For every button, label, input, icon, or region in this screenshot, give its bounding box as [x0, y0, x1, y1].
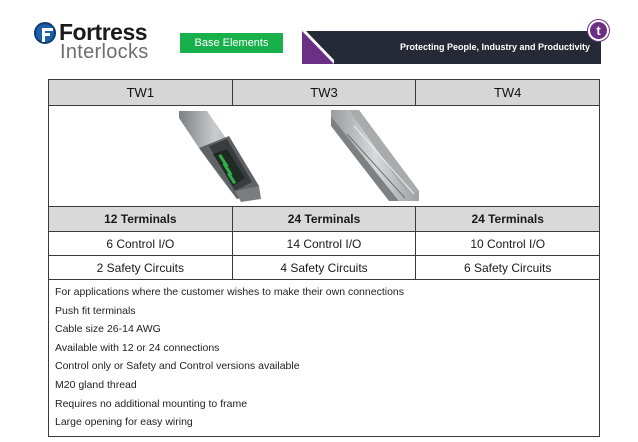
logo-wordmark-bottom: Interlocks	[60, 41, 149, 63]
column-header-tw1: TW1	[49, 80, 233, 105]
tw1-control-io: 6 Control I/O	[49, 232, 233, 255]
features-list: For applications where the customer wish…	[49, 280, 599, 436]
terminals-row: 12 Terminals 24 Terminals 24 Terminals	[49, 207, 599, 232]
control-io-row: 6 Control I/O 14 Control I/O 10 Control …	[49, 232, 599, 256]
feature-line: Large opening for easy wiring	[55, 416, 193, 429]
product-renders	[179, 109, 419, 202]
safety-circuits-row: 2 Safety Circuits 4 Safety Circuits 6 Sa…	[49, 256, 599, 280]
feature-line: Available with 12 or 24 connections	[55, 341, 220, 354]
tw1-housing-image	[179, 110, 261, 202]
tw1-terminals: 12 Terminals	[49, 207, 233, 231]
product-image-row	[49, 106, 599, 207]
tw3-terminals: 24 Terminals	[233, 207, 417, 231]
tw3-control-io: 14 Control I/O	[233, 232, 417, 255]
tw4-control-io: 10 Control I/O	[470, 236, 546, 251]
product-image-cell	[49, 106, 601, 206]
feature-line: For applications where the customer wish…	[55, 286, 405, 298]
feature-line: Control only or Safety and Control versi…	[55, 360, 300, 373]
column-header-tw3: TW3	[233, 80, 417, 105]
feature-line: Cable size 26-14 AWG	[55, 323, 161, 336]
tagline-text: Protecting People, Industry and Producti…	[399, 42, 590, 52]
column-header-tw4: TW4	[493, 85, 522, 100]
feature-line: M20 gland thread	[55, 378, 137, 391]
tw1-safety-circuits: 2 Safety Circuits	[49, 256, 233, 279]
banner-accent-stripe	[302, 31, 334, 64]
fortress-logo: Fortress Interlocks	[34, 20, 164, 62]
tw3-safety-circuits: 4 Safety Circuits	[233, 256, 417, 279]
tw3-housing-image	[331, 109, 419, 201]
section-tag: Base Elements	[180, 33, 283, 53]
product-comparison-table: TW1 TW3 TW4	[48, 79, 600, 437]
logo-wordmark-top: Fortress	[59, 19, 148, 45]
tw4-safety-circuits: 6 Safety Circuits	[463, 260, 552, 275]
table-header-row: TW1 TW3 TW4	[49, 80, 599, 106]
tagline-banner: Protecting People, Industry and Producti…	[302, 31, 601, 64]
t-badge-icon: t	[588, 20, 609, 41]
feature-line: Requires no additional mounting to frame	[55, 397, 248, 410]
feature-line: Push fit terminals	[55, 304, 136, 317]
fortress-f-icon	[34, 22, 56, 44]
tw4-terminals: 24 Terminals	[471, 212, 544, 226]
